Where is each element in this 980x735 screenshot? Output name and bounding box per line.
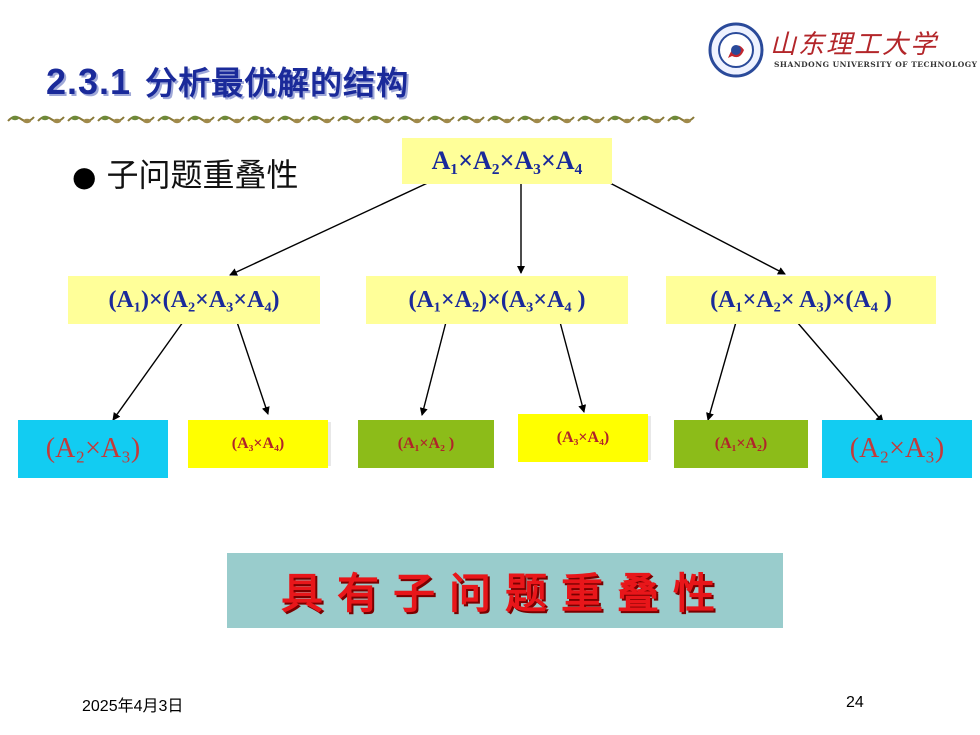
tree-level1-node: (A₁×A₂)×(A₃×A₄ ) [366,276,628,324]
section-title: 分析最优解的结构 [145,64,410,102]
university-logo [708,22,764,78]
tree-root-node: A₁×A₂×A₃×A₄ [402,138,612,184]
tree-leaf-node: (A₂×A₃) [822,420,972,478]
logo-name-en: SHANDONG UNIVERSITY OF TECHNOLOGY [774,60,978,69]
section-number: 2.3.1 [46,61,132,102]
edge-mid3-leaf6 [796,321,884,423]
tree-leaf-node: (A₃×A₄) [188,420,331,468]
tree-leaf-node: (A₁×A₂) [674,420,808,468]
edge-mid3-leaf5 [706,321,737,421]
edge-mid1-leaf1 [112,321,184,421]
bullet-icon: ● [72,160,97,193]
tree-leaf-node: (A₁×A₂ ) [358,420,494,468]
edge-mid1-leaf2 [236,321,270,415]
edge-mid2-leaf4 [559,321,587,413]
tree-leaf-node: (A₂×A₃) [18,420,168,478]
conclusion-banner: 具有子问题重叠性 [227,553,783,628]
seal-icon [708,22,764,78]
bullet-label: 子问题重叠性 [106,156,299,194]
bullet-point: ● 子问题重叠性 [72,150,298,196]
edge-mid2-leaf3 [419,321,447,416]
footer-date: 2025年4月3日 [82,698,184,715]
logo-name-cn: 山东理工大学 [770,30,939,60]
decorative-divider [6,112,696,126]
tree-leaf-node: (A₃×A₄) [518,414,651,462]
page-number: 24 [846,694,864,711]
slide-title: 2.3.1 分析最优解的结构 [46,58,409,104]
edge-root-mid3 [607,181,786,275]
tree-level1-node: (A₁)×(A₂×A₃×A₄) [68,276,320,324]
tree-level1-node: (A₁×A₂× A₃)×(A₄ ) [666,276,936,324]
